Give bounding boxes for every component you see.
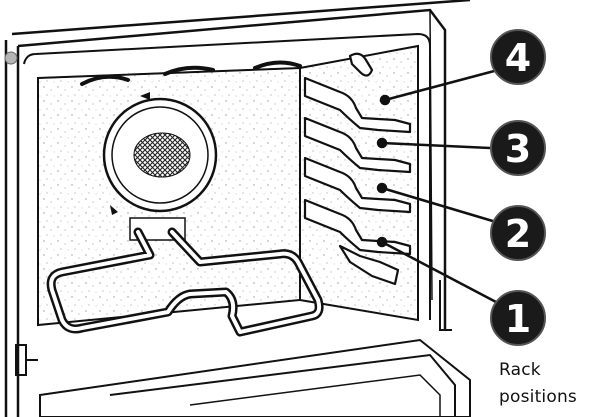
door-hinge xyxy=(16,345,38,375)
rack-callout-2: 2 xyxy=(491,206,545,260)
svg-text:4: 4 xyxy=(505,36,531,80)
caption-line-2: positions xyxy=(499,387,577,407)
caption-line-1: Rack xyxy=(499,360,541,380)
rack-callout-3: 3 xyxy=(491,121,545,175)
oven-door xyxy=(40,340,470,417)
svg-text:1: 1 xyxy=(505,297,531,341)
svg-text:3: 3 xyxy=(505,127,531,171)
rack-callout-4: 4 xyxy=(491,30,545,84)
rack-callout-1: 1 xyxy=(491,291,545,345)
svg-text:2: 2 xyxy=(505,212,531,256)
frame-screw xyxy=(5,52,17,64)
